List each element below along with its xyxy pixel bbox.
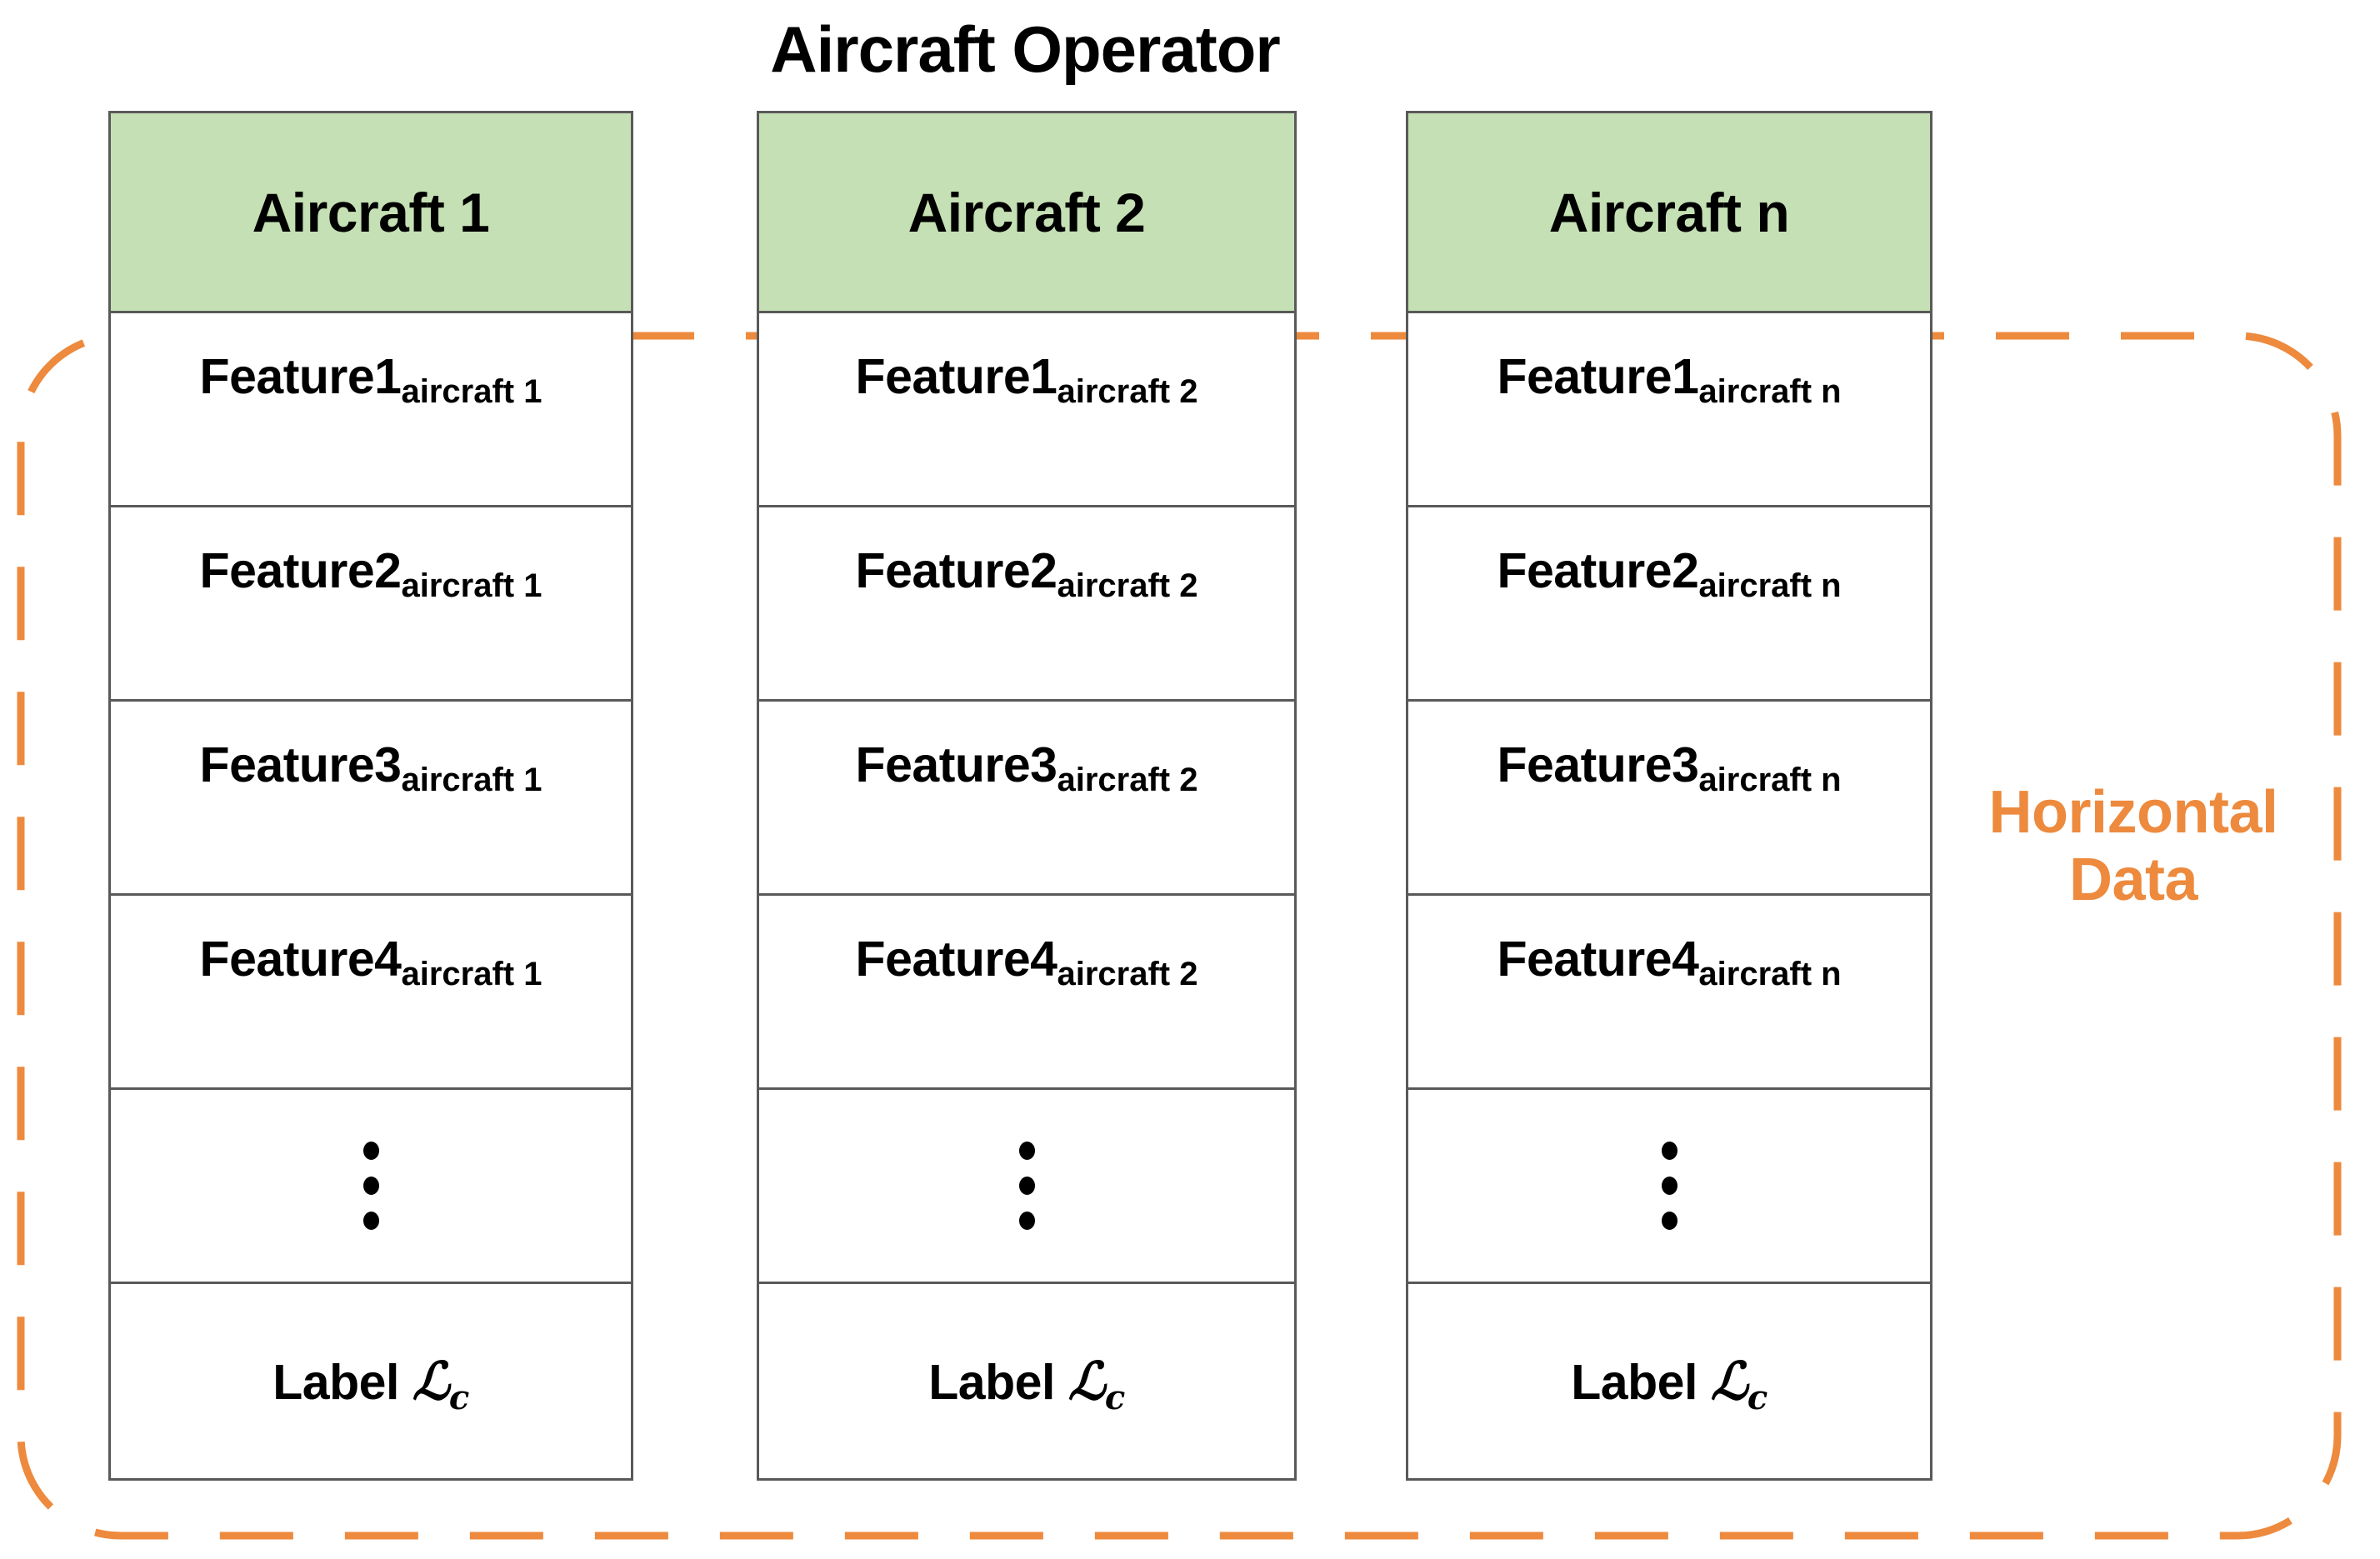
- table-row-ellipsis: [759, 1090, 1294, 1284]
- feature-cell-text: Feature3aircraft n: [1497, 737, 1842, 798]
- feature-cell-text: Feature1aircraft 2: [855, 349, 1198, 410]
- label-cell-text: Label ℒc: [1571, 1351, 1768, 1417]
- table-row[interactable]: Feature3aircraft n: [1408, 702, 1930, 896]
- table-row[interactable]: Feature4aircraft 1: [111, 896, 631, 1090]
- label-cell-text: Label ℒc: [928, 1351, 1125, 1417]
- feature-cell-text: Feature3aircraft 2: [855, 737, 1198, 798]
- feature-cell-text: Feature3aircraft 1: [199, 737, 542, 798]
- column-header-label: Aircraft 1: [252, 181, 490, 243]
- table-row-ellipsis: [111, 1090, 631, 1284]
- table-row-label[interactable]: Label ℒc: [1408, 1284, 1930, 1478]
- page-title: Aircraft Operator: [770, 12, 1281, 86]
- table-row[interactable]: Feature1aircraft 2: [759, 313, 1294, 507]
- column-header-aircraft-2: Aircraft 2: [759, 113, 1294, 313]
- aircraft-column-n[interactable]: Aircraft n Feature1aircraft n Feature2ai…: [1406, 111, 1932, 1481]
- feature-cell-text: Feature2aircraft n: [1497, 543, 1842, 604]
- feature-cell-text: Feature2aircraft 1: [199, 543, 542, 604]
- label-cell-text: Label ℒc: [272, 1351, 469, 1417]
- annotation-line-2: Data: [2068, 846, 2198, 913]
- table-row[interactable]: Feature2aircraft 1: [111, 507, 631, 702]
- table-row[interactable]: Feature1aircraft n: [1408, 313, 1930, 507]
- aircraft-column-1[interactable]: Aircraft 1 Feature1aircraft 1 Feature2ai…: [108, 111, 633, 1481]
- horizontal-data-annotation: Horizontal Data: [1950, 779, 2317, 913]
- table-row[interactable]: Feature3aircraft 2: [759, 702, 1294, 896]
- column-header-aircraft-1: Aircraft 1: [111, 113, 631, 313]
- table-row[interactable]: Feature2aircraft n: [1408, 507, 1930, 702]
- table-row-label[interactable]: Label ℒc: [759, 1284, 1294, 1478]
- table-row-ellipsis: [1408, 1090, 1930, 1284]
- table-row[interactable]: Feature1aircraft 1: [111, 313, 631, 507]
- vertical-ellipsis-icon: [1661, 1142, 1678, 1230]
- feature-cell-text: Feature1aircraft n: [1497, 349, 1842, 410]
- table-row[interactable]: Feature3aircraft 1: [111, 702, 631, 896]
- vertical-ellipsis-icon: [362, 1142, 379, 1230]
- column-header-aircraft-n: Aircraft n: [1408, 113, 1930, 313]
- table-row[interactable]: Feature4aircraft 2: [759, 896, 1294, 1090]
- feature-cell-text: Feature1aircraft 1: [199, 349, 542, 410]
- aircraft-column-2[interactable]: Aircraft 2 Feature1aircraft 2 Feature2ai…: [757, 111, 1297, 1481]
- vertical-ellipsis-icon: [1018, 1142, 1035, 1230]
- table-row[interactable]: Feature4aircraft n: [1408, 896, 1930, 1090]
- feature-cell-text: Feature2aircraft 2: [855, 543, 1198, 604]
- column-header-label: Aircraft 2: [908, 181, 1146, 243]
- table-row[interactable]: Feature2aircraft 2: [759, 507, 1294, 702]
- feature-cell-text: Feature4aircraft 2: [855, 932, 1198, 992]
- feature-cell-text: Feature4aircraft n: [1497, 932, 1842, 992]
- feature-cell-text: Feature4aircraft 1: [199, 932, 542, 992]
- table-row-label[interactable]: Label ℒc: [111, 1284, 631, 1478]
- annotation-line-1: Horizontal: [1988, 779, 2278, 846]
- column-header-label: Aircraft n: [1548, 181, 1790, 243]
